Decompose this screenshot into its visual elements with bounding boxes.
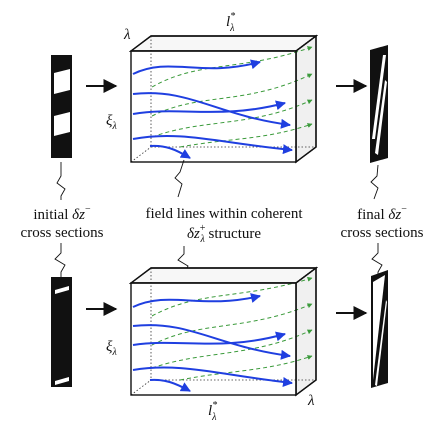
leader-field-up (174, 159, 185, 198)
field-label-line1: field lines within coherent (145, 206, 303, 222)
initial-cross-section-top (51, 55, 72, 158)
initial-label-line1: initial δz− (33, 204, 91, 223)
field-label-line2: δz+λ structure (187, 223, 261, 245)
final-label-line2: cross sections (341, 225, 424, 241)
leader-initial-up (56, 162, 66, 200)
coherent-structure-box-top (128, 34, 319, 164)
top-l-star-label: l*λ (226, 11, 235, 34)
top-xi-label: ξλ (106, 113, 117, 132)
final-label-line1: final δz− (357, 204, 407, 223)
leader-final-down (371, 243, 383, 275)
coherent-structure-box-bottom (128, 266, 319, 397)
bottom-lambda-label: λ (307, 393, 315, 409)
top-lambda-label: λ (123, 27, 131, 43)
bottom-xi-label: ξλ (106, 339, 117, 358)
leader-initial-down (54, 243, 66, 279)
initial-cross-section-bottom (51, 277, 72, 387)
leader-final-up (370, 164, 379, 200)
bottom-l-star-label: l*λ (208, 400, 217, 423)
final-cross-section-bottom (371, 270, 388, 388)
initial-label-line2: cross sections (21, 225, 104, 241)
final-cross-section-top (370, 45, 388, 163)
